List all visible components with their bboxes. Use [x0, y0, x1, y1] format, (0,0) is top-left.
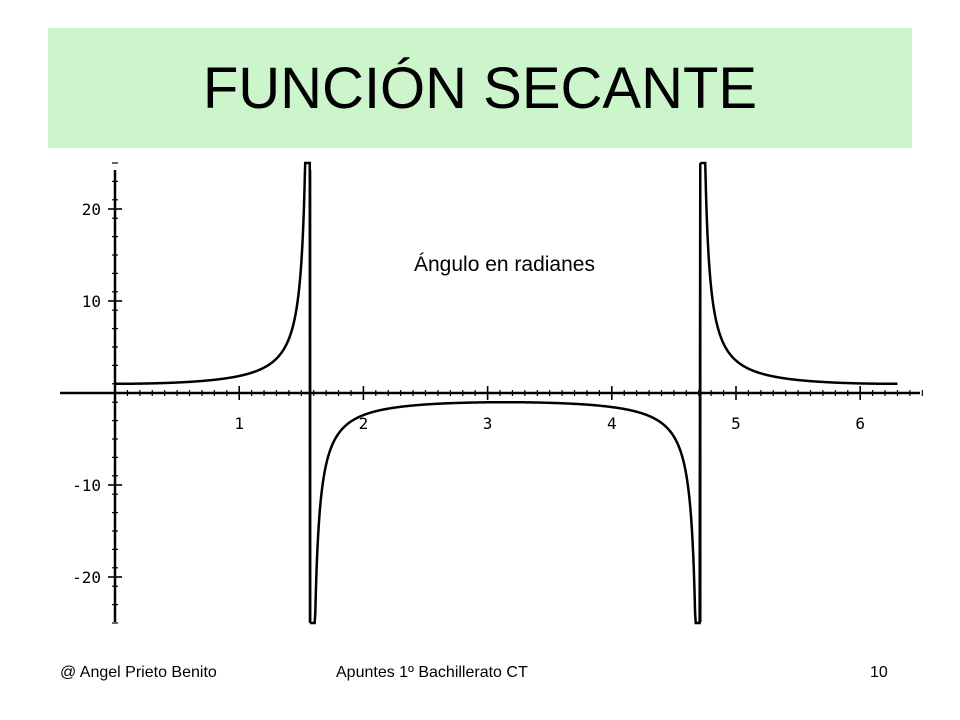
x-tick-label: 3: [483, 414, 493, 433]
x-tick-label: 1: [234, 414, 244, 433]
secant-curve-segment: [115, 161, 312, 624]
x-tick-label: 5: [731, 414, 741, 433]
x-tick-label: 2: [359, 414, 369, 433]
footer-course: Apuntes 1º Bachillerato CT: [336, 664, 528, 681]
footer-page-number: 10: [870, 664, 888, 681]
x-tick-label: 6: [855, 414, 865, 433]
footer-author: @ Angel Prieto Benito: [60, 664, 217, 681]
secant-curve-segment: [310, 162, 702, 625]
secant-curve-segment: [700, 161, 898, 386]
y-tick-label: 20: [82, 200, 101, 219]
secant-chart: 1 2 3 4 5 6 -20 -10 10 20: [60, 161, 923, 625]
y-tick-label: 10: [82, 292, 101, 311]
y-tick-label: -20: [72, 568, 101, 587]
slide-title: FUNCIÓN SECANTE: [202, 55, 758, 121]
x-tick-label: 4: [607, 414, 617, 433]
chart-annotation: Ángulo en radianes: [414, 253, 595, 276]
y-tick-label: -10: [72, 476, 101, 495]
title-bar: FUNCIÓN SECANTE: [48, 28, 912, 148]
